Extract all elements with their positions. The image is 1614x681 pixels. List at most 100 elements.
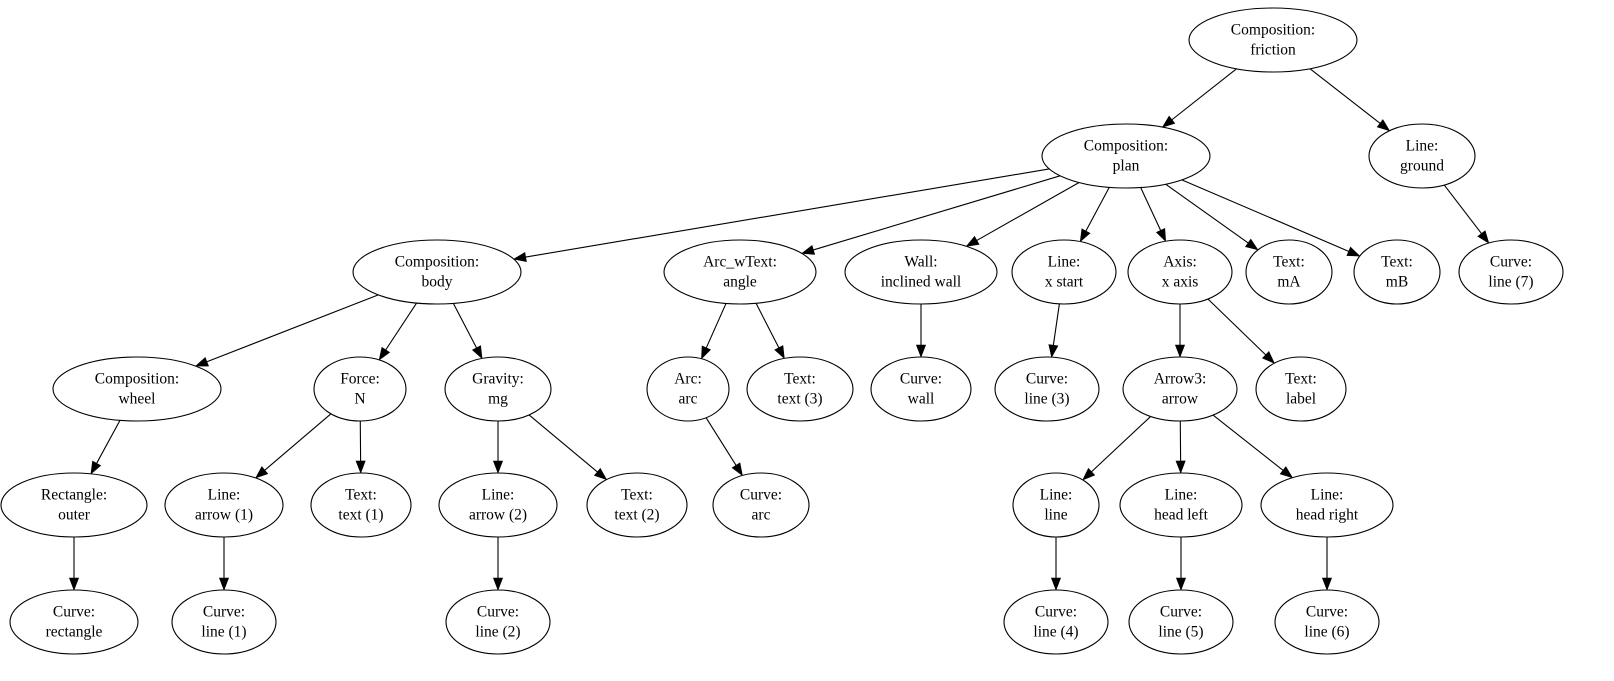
graph-node-cline4[interactable]: Curve:line (4) [1003,589,1109,655]
node-ellipse[interactable] [1127,239,1233,305]
graph-node-text3[interactable]: Text:text (3) [746,356,854,422]
graph-node-line7[interactable]: Curve:line (7) [1458,239,1564,305]
node-ellipse[interactable] [746,356,854,422]
graph-node-line3[interactable]: Curve:line (3) [994,356,1100,422]
edge-line [1085,187,1110,232]
graph-node-angle[interactable]: Arc_wText:angle [663,239,817,305]
graph-node-text1[interactable]: Text:text (1) [310,472,412,538]
graph-node-outer[interactable]: Rectangle:outer [0,472,148,538]
node-ellipse[interactable] [646,356,730,422]
node-ellipse[interactable] [994,356,1100,422]
edge-arrowhead-icon [1050,577,1062,591]
graph-node-forceN[interactable]: Force:N [313,356,407,422]
edge-line [528,414,598,473]
edge-arrowhead-icon [1082,467,1096,481]
edge-arrowhead-icon [1048,344,1059,358]
edge-arrowhead-icon [1161,115,1176,128]
node-ellipse[interactable] [1003,589,1109,655]
graph-node-cline6[interactable]: Curve:line (6) [1274,589,1380,655]
graph-node-cline1[interactable]: Curve:line (1) [171,589,277,655]
edge-line [1171,68,1237,121]
node-ellipse[interactable] [171,589,277,655]
graph-node-text2[interactable]: Text:text (2) [586,472,688,538]
edge-arrowhead-icon [1244,238,1259,251]
edge-arrowhead-icon [915,344,927,358]
edge-arrowhead-icon [1477,230,1490,244]
graph-node-headleft[interactable]: Line:head left [1119,472,1243,538]
node-ellipse[interactable] [1458,239,1564,305]
graph-node-arrow2[interactable]: Line:arrow (2) [438,472,558,538]
graph-node-arrow1[interactable]: Line:arrow (1) [164,472,284,538]
node-ellipse[interactable] [1011,239,1117,305]
node-ellipse[interactable] [52,356,222,422]
graph-node-ground[interactable]: Line:ground [1368,123,1476,189]
edge-line [755,303,780,349]
graph-node-inclinedwall[interactable]: Wall:inclined wall [844,239,998,305]
graph-node-mB[interactable]: Text:mB [1353,239,1441,305]
node-ellipse[interactable] [0,472,148,538]
node-ellipse[interactable] [1255,356,1347,422]
node-ellipse[interactable] [1128,589,1234,655]
node-ellipse[interactable] [1012,472,1100,538]
node-ellipse[interactable] [445,589,551,655]
graph-node-xaxis[interactable]: Axis:x axis [1127,239,1233,305]
node-ellipse[interactable] [1353,239,1441,305]
graph-node-gravitymg[interactable]: Gravity:mg [444,356,552,422]
node-ellipse[interactable] [1041,123,1211,189]
edge-line [1140,187,1162,231]
node-ellipse[interactable] [712,472,810,538]
edge-arrowhead-icon [1376,119,1391,132]
edge-line [1207,298,1267,356]
edge-line [525,168,1050,258]
node-ellipse[interactable] [313,356,407,422]
edge-arrowhead-icon [1174,344,1186,358]
graph-node-body[interactable]: Composition:body [352,239,522,305]
graph-node-friction[interactable]: Composition:friction [1188,7,1358,73]
node-ellipse[interactable] [1245,239,1333,305]
graph-node-cline2[interactable]: Curve:line (2) [445,589,551,655]
node-ellipse[interactable] [438,472,558,538]
node-ellipse[interactable] [1260,472,1394,538]
graph-node-mA[interactable]: Text:mA [1245,239,1333,305]
node-ellipse[interactable] [1119,472,1243,538]
graph-node-arc[interactable]: Arc:arc [646,356,730,422]
edge-line [1443,184,1482,234]
edge-line [452,303,478,349]
graph-node-label[interactable]: Text:label [1255,356,1347,422]
node-ellipse[interactable] [870,356,972,422]
edge-line [976,182,1080,241]
graph-node-arrow3[interactable]: Arrow3:arrow [1122,356,1238,422]
node-ellipse[interactable] [444,356,552,422]
graph-node-crectangle[interactable]: Curve:rectangle [9,589,139,655]
node-ellipse[interactable] [663,239,817,305]
graph-node-plan[interactable]: Composition:plan [1041,123,1211,189]
graph-node-wall[interactable]: Curve:wall [870,356,972,422]
edge-line [264,413,332,471]
nodes-layer: Composition:frictionComposition:planLine… [0,7,1564,655]
node-ellipse[interactable] [1188,7,1358,73]
node-ellipse[interactable] [164,472,284,538]
node-ellipse[interactable] [310,472,412,538]
edge-line [705,417,737,466]
node-ellipse[interactable] [1274,589,1380,655]
edge-arrowhead-icon [1262,351,1275,364]
graph-node-line[interactable]: Line:line [1012,472,1100,538]
edge-arrowhead-icon [492,460,504,474]
edge-arrowhead-icon [1155,227,1167,242]
edge-arrowhead-icon [513,252,527,262]
node-ellipse[interactable] [1368,123,1476,189]
edge-arrowhead-icon [1279,466,1294,479]
graph-node-curvearc[interactable]: Curve:arc [712,472,810,538]
graph-node-cline5[interactable]: Curve:line (5) [1128,589,1234,655]
edge-arrowhead-icon [1079,228,1091,243]
node-ellipse[interactable] [844,239,998,305]
node-ellipse[interactable] [9,589,139,655]
graph-node-xstart[interactable]: Line:x start [1011,239,1117,305]
graph-node-wheel[interactable]: Composition:wheel [52,356,222,422]
graph-node-headright[interactable]: Line:head right [1260,472,1394,538]
node-ellipse[interactable] [1122,356,1238,422]
edge-arrowhead-icon [194,356,209,367]
node-ellipse[interactable] [586,472,688,538]
node-ellipse[interactable] [352,239,522,305]
